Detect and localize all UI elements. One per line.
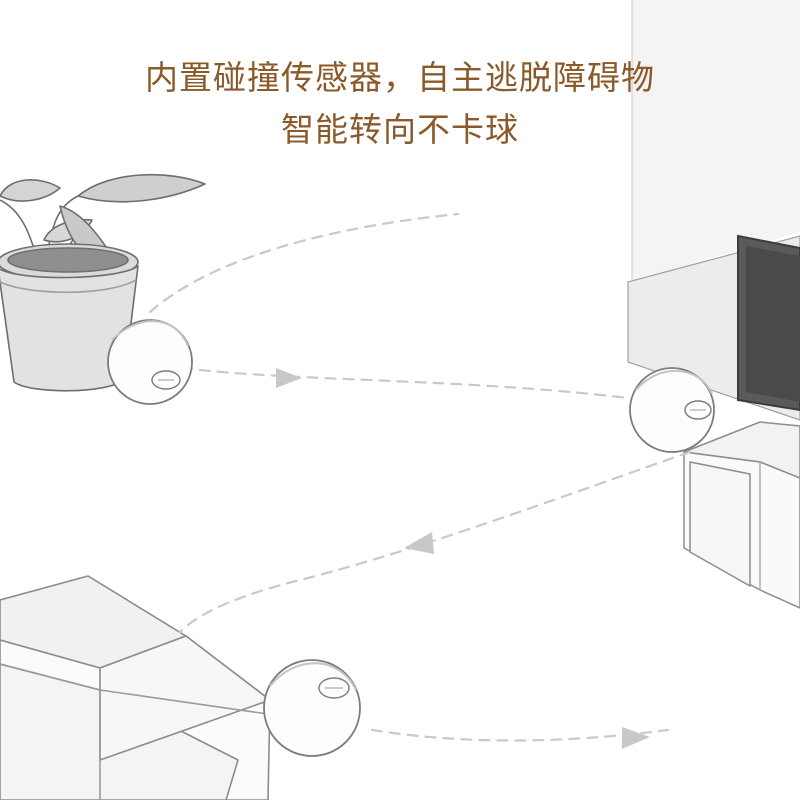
smart-ball bbox=[263, 659, 361, 757]
feature-headline: 内置碰撞传感器，自主逃脱障碍物 智能转向不卡球 bbox=[0, 52, 800, 156]
movement-path bbox=[148, 212, 692, 742]
headline-line-1: 内置碰撞传感器，自主逃脱障碍物 bbox=[145, 58, 655, 97]
arrow-left-icon bbox=[404, 532, 434, 554]
tv-cabinet bbox=[683, 421, 800, 609]
arrow-right-icon bbox=[276, 368, 302, 388]
smart-ball bbox=[107, 319, 193, 405]
smart-ball bbox=[629, 367, 715, 453]
headline-line-2: 智能转向不卡球 bbox=[281, 110, 519, 149]
cardboard-box bbox=[0, 575, 271, 800]
arrow-right-icon bbox=[622, 727, 650, 749]
potted-plant bbox=[0, 173, 206, 392]
television bbox=[737, 234, 800, 412]
direction-arrows bbox=[276, 368, 650, 749]
